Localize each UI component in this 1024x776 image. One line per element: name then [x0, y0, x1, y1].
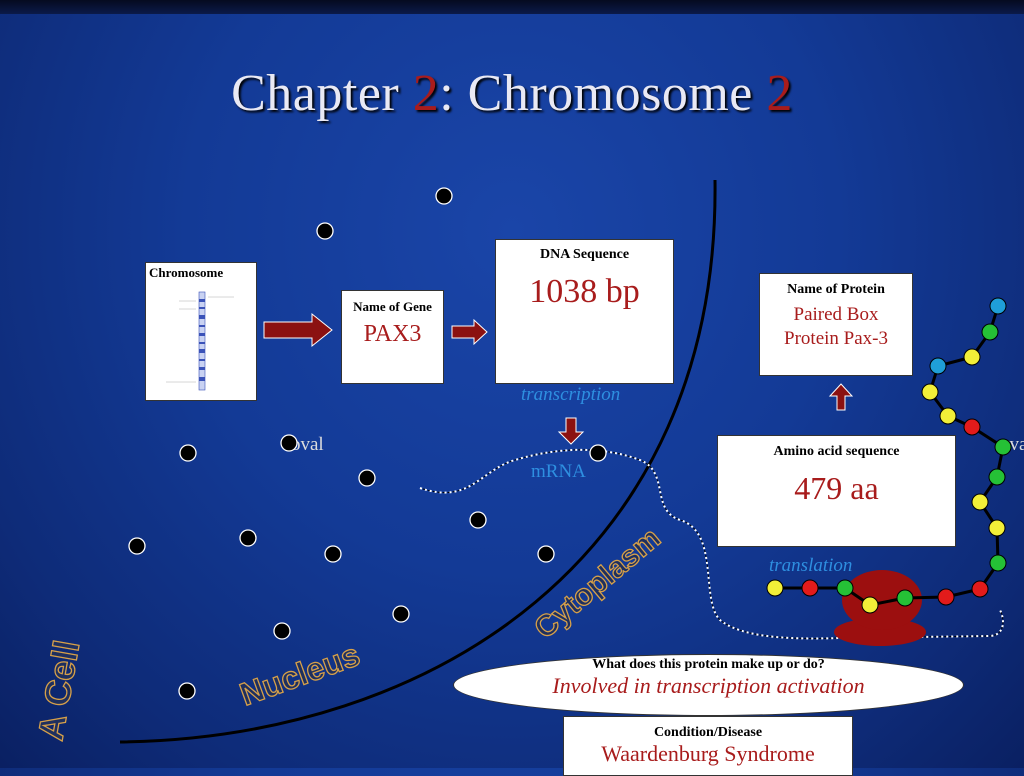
- amino-acid-count-value: 479 aa: [794, 470, 879, 506]
- transcription-label: transcription: [521, 384, 621, 405]
- dna-length-value: 1038 bp: [529, 273, 640, 310]
- amino-acid-label: Amino acid sequence: [773, 444, 900, 459]
- arrow-chromosome-to-gene: [263, 312, 333, 348]
- ribosome: [834, 570, 926, 646]
- arrow-to-protein-up: [828, 383, 854, 411]
- gene-name-value: PAX3: [363, 321, 422, 347]
- protein-name-label: Name of Protein: [787, 282, 885, 297]
- title-chromosome-number: 2: [766, 65, 793, 122]
- top-bar: [0, 0, 1024, 14]
- title-prefix: Chapter: [231, 65, 413, 122]
- translation-label: translation: [769, 555, 853, 576]
- condition-label: Condition/Disease: [653, 725, 763, 740]
- protein-name-line2: Protein Pax-3: [784, 328, 888, 349]
- protein-function-answer: Involved in transcription activation: [552, 673, 865, 698]
- title-middle: : Chromosome: [439, 65, 767, 122]
- protein-name-box: Name of Protein Paired Box Protein Pax-3: [759, 273, 913, 376]
- condition-box: Condition/Disease Waardenburg Syndrome: [563, 716, 853, 776]
- dna-sequence-box: DNA Sequence 1038 bp: [495, 239, 674, 384]
- gene-box-label: Name of Gene: [353, 299, 432, 314]
- chromosome-box: Chromosome: [145, 262, 257, 401]
- condition-value: Waardenburg Syndrome: [601, 741, 815, 766]
- page-title: Chapter 2: Chromosome 2: [0, 64, 1024, 123]
- arrow-gene-to-dna: [451, 318, 488, 346]
- protein-function-question: What does this protein make up or do?: [592, 657, 825, 672]
- arrow-transcription-down: [557, 417, 585, 445]
- oval-label-right: ova: [1000, 434, 1024, 455]
- chromosome-box-label: Chromosome: [149, 265, 224, 280]
- protein-function-oval: What does this protein make up or do? In…: [453, 654, 964, 716]
- chromosome-ideogram-icon: [166, 291, 234, 391]
- mrna-strand: [419, 448, 1004, 640]
- cell-label: A Cell: [30, 637, 88, 743]
- protein-name-line1: Paired Box: [793, 304, 879, 325]
- nucleus-label: Nucleus: [235, 636, 364, 712]
- title-chapter-number: 2: [412, 65, 440, 122]
- nucleus-membrane: [119, 179, 717, 744]
- dna-sequence-label: DNA Sequence: [539, 247, 630, 262]
- oval-label-left: oval: [291, 434, 324, 455]
- amino-acid-box: Amino acid sequence 479 aa: [717, 435, 956, 547]
- mrna-label: mRNA: [531, 461, 586, 482]
- gene-box: Name of Gene PAX3: [341, 290, 444, 384]
